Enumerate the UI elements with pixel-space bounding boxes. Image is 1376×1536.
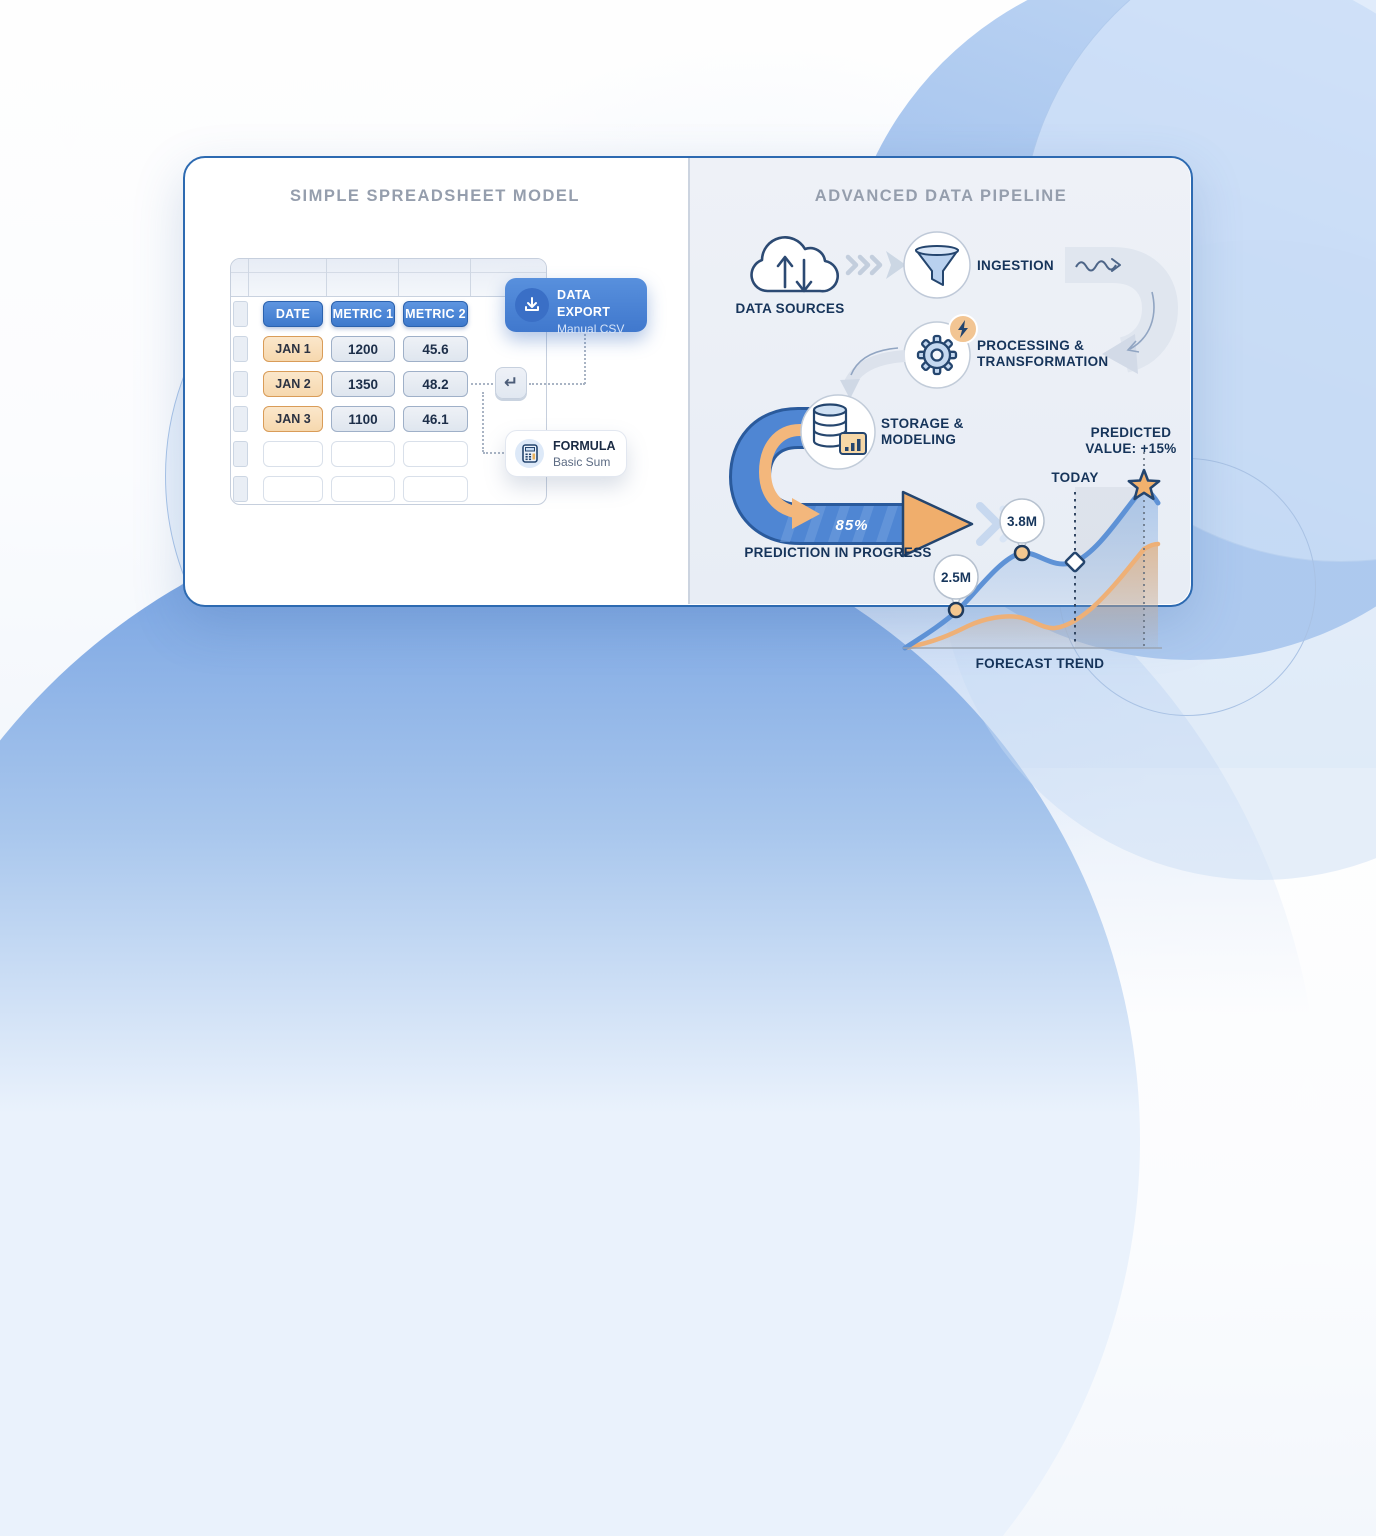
dotted-connector: [584, 334, 586, 384]
grid-divider: [470, 259, 471, 296]
ingestion-node: [903, 231, 971, 299]
data-sources-label: DATA SOURCES: [735, 301, 844, 316]
row-header-cell: [233, 476, 248, 502]
value-cell: 46.1: [403, 406, 468, 432]
value-cell: 1100: [331, 406, 395, 432]
empty-cell: [263, 441, 323, 467]
empty-cell: [403, 476, 468, 502]
row-header-cell: [233, 301, 248, 327]
export-badge-subtitle: Manual CSV: [557, 322, 625, 336]
grid-divider: [326, 259, 327, 296]
star-marker-icon: [1127, 468, 1161, 501]
grid-divider: [248, 259, 249, 296]
row-header-cell: [233, 406, 248, 432]
column-header-metric1: METRIC 1: [331, 301, 395, 327]
right-panel-title: ADVANCED DATA PIPELINE: [814, 187, 1068, 205]
date-cell: JAN 1: [263, 336, 323, 362]
database-chart-icon: [812, 403, 867, 455]
value-cell: 48.2: [403, 371, 468, 397]
panel-divider: [688, 158, 690, 604]
dotted-connector: [482, 392, 484, 452]
funnel-icon: [915, 245, 959, 286]
download-icon: [515, 288, 549, 322]
date-cell: JAN 2: [263, 371, 323, 397]
empty-cell: [331, 476, 395, 502]
row-header-cell: [233, 371, 248, 397]
column-header-metric2: METRIC 2: [403, 301, 468, 327]
row-header-cell: [233, 441, 248, 467]
empty-cell: [263, 476, 323, 502]
storage-label-line1: STORAGE &: [881, 416, 964, 431]
pipeline-diagram: DATA SOURCES INGESTION: [728, 231, 1179, 671]
dotted-connector: [483, 452, 504, 454]
dotted-connector: [529, 383, 585, 385]
date-cell: JAN 3: [263, 406, 323, 432]
curved-flow-arrow-left: [840, 347, 906, 399]
spreadsheet-column-strip: [231, 259, 546, 297]
lightning-icon: [958, 320, 968, 338]
value-cell: 1200: [331, 336, 395, 362]
orange-area: [905, 544, 1158, 648]
today-label: TODAY: [1051, 470, 1098, 485]
progress-stripes: [780, 506, 898, 542]
processing-node: [903, 314, 978, 389]
progress-label: PREDICTION IN PROGRESS: [744, 545, 931, 560]
storage-label-line2: MODELING: [881, 432, 956, 447]
point-marker-low: [947, 601, 965, 619]
return-glyph: ↵: [503, 373, 519, 392]
forecast-trend-label: FORECAST TREND: [976, 656, 1105, 671]
orange-arrowhead: [901, 490, 974, 558]
formula-badge-subtitle: Basic Sum: [553, 455, 611, 469]
forecast-chart: 2.5M 3.8M TODAY PREDICTED VALUE: +15% FO…: [902, 425, 1176, 671]
value-cell: 45.6: [403, 336, 468, 362]
data-balloon-low: 2.5M: [933, 554, 979, 609]
gear-icon: [916, 334, 958, 376]
storage-node: [800, 394, 876, 470]
row-header-cell: [233, 336, 248, 362]
formula-badge: FORMULA Basic Sum: [505, 430, 627, 477]
export-badge-title: DATA EXPORT: [557, 288, 611, 319]
progress-u-arrow: 85%: [728, 407, 974, 558]
return-icon: ↵: [495, 367, 527, 399]
predicted-label-line1: PREDICTED: [1091, 425, 1172, 440]
processing-label-line1: PROCESSING &: [977, 338, 1084, 353]
curved-flow-arrow-right: [1065, 247, 1179, 374]
chevron-arrows-icon: [845, 251, 906, 279]
processing-label-line2: TRANSFORMATION: [977, 354, 1108, 369]
dotted-connector: [471, 383, 493, 385]
empty-cell: [331, 441, 395, 467]
formula-badge-title: FORMULA: [553, 439, 616, 453]
squiggle-icon: [1075, 260, 1117, 272]
value-cell: 1350: [331, 371, 395, 397]
data-balloon-high: 3.8M: [999, 498, 1045, 553]
column-header-date: DATE: [263, 301, 323, 327]
balloon-high-value: 3.8M: [1007, 514, 1037, 529]
point-marker-high: [1013, 544, 1031, 562]
data-export-badge: DATA EXPORT Manual CSV: [505, 278, 647, 336]
predicted-label-line2: VALUE: +15%: [1085, 441, 1176, 456]
left-panel-title: SIMPLE SPREADSHEET MODEL: [290, 187, 580, 205]
calculator-icon: [515, 439, 544, 468]
empty-cell: [403, 441, 468, 467]
progress-percent: 85%: [835, 517, 868, 534]
inner-orange-arrow: [758, 424, 835, 518]
today-diamond-marker: [1064, 551, 1086, 573]
grid-divider: [398, 259, 399, 296]
ingestion-label: INGESTION: [977, 258, 1054, 273]
balloon-low-value: 2.5M: [941, 570, 971, 585]
cloud-sync-icon: [750, 236, 839, 293]
card-content: SIMPLE SPREADSHEET MODEL ADVANCED DATA P…: [230, 187, 1068, 505]
spreadsheet-strip-line: [231, 272, 546, 273]
